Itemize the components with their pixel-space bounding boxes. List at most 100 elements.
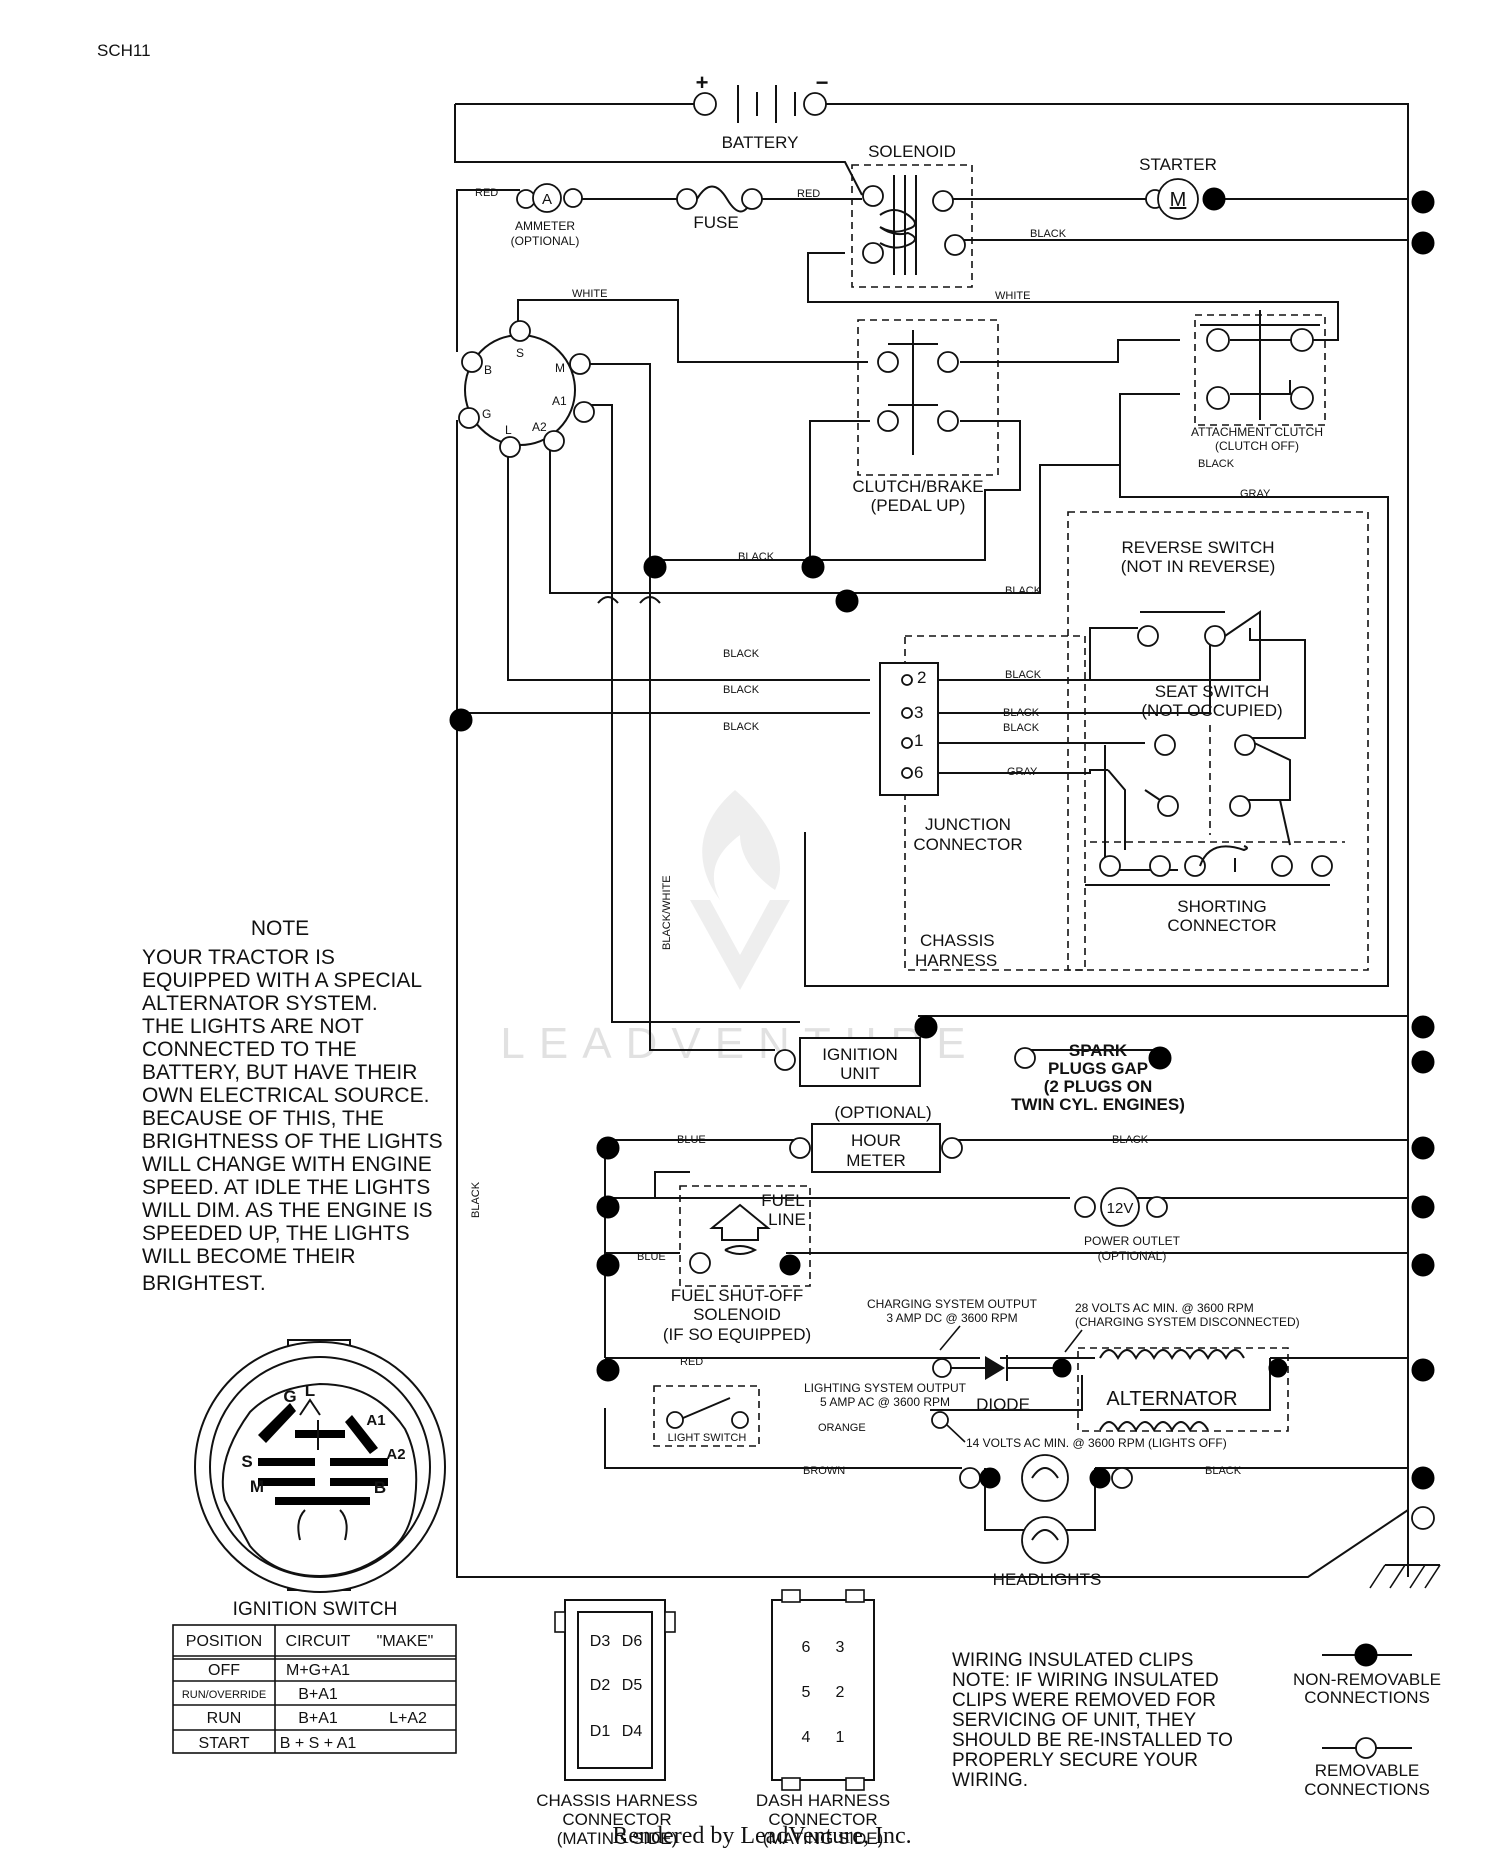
svg-text:L: L <box>305 1381 315 1400</box>
starter-motor: STARTER M <box>1139 155 1226 220</box>
solenoid-label: SOLENOID <box>868 142 956 161</box>
clutch-brake-label-1: CLUTCH/BRAKE <box>852 477 983 496</box>
reverse-switch-label-1: REVERSE SWITCH <box>1121 538 1274 557</box>
svg-text:BLACK: BLACK <box>1205 1465 1242 1477</box>
solenoid: SOLENOID <box>862 142 966 275</box>
svg-text:D6: D6 <box>622 1633 643 1650</box>
v-logo-icon <box>690 900 790 990</box>
shorting-label-1: SHORTING <box>1177 897 1266 916</box>
fuse: FUSE <box>676 185 763 232</box>
diode-label: DIODE <box>976 1395 1030 1414</box>
svg-text:BLACK: BLACK <box>1003 722 1040 734</box>
svg-text:BLACK: BLACK <box>1198 458 1235 470</box>
svg-text:BLUE: BLUE <box>677 1134 706 1146</box>
svg-text:S: S <box>241 1452 252 1471</box>
svg-text:THE LIGHTS ARE NOT: THE LIGHTS ARE NOT <box>142 1015 364 1038</box>
svg-text:SPEED. AT IDLE THE LIGHTS: SPEED. AT IDLE THE LIGHTS <box>142 1176 430 1199</box>
svg-text:WILL BECOME THEIR: WILL BECOME THEIR <box>142 1245 356 1268</box>
fuse-label: FUSE <box>693 213 738 232</box>
table-header-make: "MAKE" <box>377 1633 434 1650</box>
svg-text:BLACK: BLACK <box>1005 585 1042 597</box>
svg-text:WIRING INSULATED CLIPS: WIRING INSULATED CLIPS <box>952 1650 1193 1671</box>
svg-text:A1: A1 <box>366 1412 385 1429</box>
reverse-switch: REVERSE SWITCH (NOT IN REVERSE) <box>1030 538 1275 681</box>
svg-text:OFF: OFF <box>208 1662 240 1679</box>
svg-text:CONNECTOR: CONNECTOR <box>768 1810 877 1829</box>
attachment-clutch-label-2: (CLUTCH OFF) <box>1215 439 1299 453</box>
svg-text:CHASSIS HARNESS: CHASSIS HARNESS <box>536 1791 698 1810</box>
svg-text:WHITE: WHITE <box>572 288 607 300</box>
ammeter-label-1: AMMETER <box>515 219 575 233</box>
alternator-label: ALTERNATOR <box>1106 1388 1237 1410</box>
dash-harness-connector: 6 3 5 2 4 1 DASH HARNESS CONNECTOR (MATI… <box>756 1589 890 1848</box>
svg-text:A2: A2 <box>386 1446 405 1463</box>
svg-text:D3: D3 <box>590 1633 611 1650</box>
svg-text:BLACK/WHITE: BLACK/WHITE <box>661 875 673 950</box>
headlights: HEADLIGHTS <box>959 1454 1133 1589</box>
shorting-connector: SHORTING CONNECTOR CHASSIS HARNESS <box>915 841 1345 970</box>
ammeter-icon: A <box>542 191 552 208</box>
svg-text:GRAY: GRAY <box>1007 766 1038 778</box>
ign-terminal-b: B <box>484 363 492 377</box>
lighting-output-label-1: LIGHTING SYSTEM OUTPUT <box>804 1381 967 1395</box>
svg-text:ALTERNATOR SYSTEM.: ALTERNATOR SYSTEM. <box>142 992 378 1015</box>
power-outlet: 12V POWER OUTLET (OPTIONAL) <box>1074 1187 1181 1263</box>
svg-text:RUN: RUN <box>207 1710 242 1727</box>
chassis-harness-label-1: CHASSIS <box>920 931 995 950</box>
svg-text:B+A1: B+A1 <box>298 1710 338 1727</box>
spark-label-4: TWIN CYL. ENGINES) <box>1011 1095 1185 1114</box>
attachment-clutch-label-1: ATTACHMENT CLUTCH <box>1191 425 1323 439</box>
seat-switch: SEAT SWITCH (NOT OCCUPIED) <box>1141 682 1283 835</box>
svg-text:G: G <box>283 1387 296 1406</box>
svg-text:BRIGHTNESS OF THE LIGHTS: BRIGHTNESS OF THE LIGHTS <box>142 1130 443 1153</box>
svg-text:−: − <box>816 70 829 95</box>
junction-pin-1: 1 <box>914 731 923 750</box>
svg-text:BLACK: BLACK <box>738 551 775 563</box>
connection-legend: NON-REMOVABLE CONNECTIONS REMOVABLE CONN… <box>1293 1643 1441 1799</box>
svg-text:1: 1 <box>836 1729 845 1746</box>
fuel-shutoff-label-1: FUEL SHUT-OFF <box>671 1286 804 1305</box>
svg-text:DASH HARNESS: DASH HARNESS <box>756 1791 890 1810</box>
volts28-label-1: 28 VOLTS AC MIN. @ 3600 RPM <box>1075 1301 1254 1315</box>
svg-text:B: B <box>374 1478 386 1497</box>
schematic-id: SCH11 <box>97 41 151 60</box>
seat-switch-label-2: (NOT OCCUPIED) <box>1141 701 1282 720</box>
volts28-label-2: (CHARGING SYSTEM DISCONNECTED) <box>1075 1315 1300 1329</box>
note-title: NOTE <box>251 917 309 940</box>
ammeter-label-2: (OPTIONAL) <box>511 234 580 248</box>
svg-text:BLACK: BLACK <box>723 684 760 696</box>
svg-text:OWN ELECTRICAL SOURCE.: OWN ELECTRICAL SOURCE. <box>142 1084 429 1107</box>
svg-text:WIRING.: WIRING. <box>952 1770 1028 1791</box>
spark-label-2: PLUGS GAP <box>1048 1059 1148 1078</box>
ammeter: A AMMETER (OPTIONAL) <box>511 183 583 248</box>
ign-terminal-a1: A1 <box>552 394 567 408</box>
svg-text:BLACK: BLACK <box>723 648 760 660</box>
fuel-line-label-1: FUEL <box>761 1191 804 1210</box>
ign-terminal-m: M <box>555 361 565 375</box>
clutch-brake-label-2: (PEDAL UP) <box>871 496 966 515</box>
svg-text:2: 2 <box>836 1684 845 1701</box>
svg-text:BECAUSE OF THIS, THE: BECAUSE OF THIS, THE <box>142 1107 384 1130</box>
svg-text:D2: D2 <box>590 1677 611 1694</box>
svg-text:D1: D1 <box>590 1723 611 1740</box>
ignition-unit: IGNITION UNIT SPARK PLUGS GAP (2 PLUGS O… <box>774 1037 1185 1114</box>
svg-text:EQUIPPED WITH A SPECIAL: EQUIPPED WITH A SPECIAL <box>142 969 422 992</box>
svg-text:BLACK: BLACK <box>1112 1134 1149 1146</box>
svg-text:L+A2: L+A2 <box>389 1710 427 1727</box>
table-header-circuit: CIRCUIT <box>286 1633 351 1650</box>
table-header-position: POSITION <box>186 1633 262 1650</box>
ign-terminal-s: S <box>516 346 524 360</box>
junction-pin-3: 3 <box>914 703 923 722</box>
svg-text:BLUE: BLUE <box>637 1251 666 1263</box>
svg-text:BRIGHTEST.: BRIGHTEST. <box>142 1272 266 1295</box>
svg-text:5: 5 <box>802 1684 811 1701</box>
svg-text:RED: RED <box>475 187 498 199</box>
attachment-clutch-switch: ATTACHMENT CLUTCH (CLUTCH OFF) <box>1191 310 1323 453</box>
svg-text:CONNECTOR: CONNECTOR <box>562 1810 671 1829</box>
svg-text:4: 4 <box>802 1729 811 1746</box>
ignition-switch-face: G L A1 A2 S M B IGNITION SWITCH <box>194 1339 446 1620</box>
clutch-brake-switch: CLUTCH/BRAKE (PEDAL UP) <box>852 330 984 515</box>
svg-text:BLACK: BLACK <box>1003 707 1040 719</box>
svg-text:RUN/OVERRIDE: RUN/OVERRIDE <box>182 1689 266 1701</box>
